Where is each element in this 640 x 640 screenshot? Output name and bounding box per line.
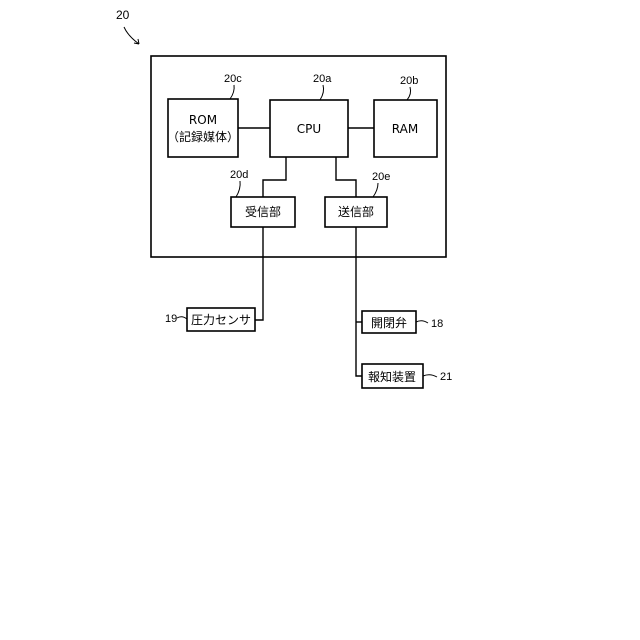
valve-label: 開閉弁 xyxy=(371,315,407,330)
notifier-label: 報知装置 xyxy=(368,370,416,384)
receiver-ref-leader xyxy=(236,181,240,197)
rom-ref-leader xyxy=(230,85,234,99)
receiver-ref: 20d xyxy=(230,169,248,181)
transmitter-ref: 20e xyxy=(372,171,390,183)
cpu-block: CPU xyxy=(270,100,348,157)
pressure-sensor-label: 圧力センサ xyxy=(191,313,251,327)
valve-block: 開閉弁 xyxy=(362,311,416,333)
cpu-ref: 20a xyxy=(313,73,332,85)
rom-sublabel: （記録媒体） xyxy=(167,129,239,144)
ram-label: RAM xyxy=(392,122,418,136)
receiver-label: 受信部 xyxy=(245,204,281,219)
cpu-receiver-link xyxy=(263,157,286,197)
figure-ref: 20 xyxy=(116,8,130,22)
ram-ref: 20b xyxy=(400,75,418,87)
transmitter-ref-leader xyxy=(373,183,378,197)
pressure-sensor-block: 圧力センサ xyxy=(187,308,255,331)
ram-ref-leader xyxy=(407,87,411,100)
pressure-sensor-ref: 19 xyxy=(165,313,177,325)
cpu-ref-leader xyxy=(320,85,324,100)
ram-block: RAM xyxy=(374,100,437,157)
transmitter-notifier-link xyxy=(356,227,362,376)
cpu-transmitter-link xyxy=(336,157,356,197)
notifier-ref: 21 xyxy=(440,371,452,383)
rom-block: ROM （記録媒体） xyxy=(167,99,239,157)
receiver-block: 受信部 xyxy=(231,197,295,227)
transmitter-label: 送信部 xyxy=(338,204,374,219)
notifier-ref-leader xyxy=(423,375,437,377)
figure-ref-arrow xyxy=(124,27,139,44)
valve-ref-leader xyxy=(416,321,428,323)
cpu-label: CPU xyxy=(297,122,321,136)
transmitter-block: 送信部 xyxy=(325,197,387,227)
external-wiring xyxy=(255,227,362,376)
rom-ref: 20c xyxy=(224,73,242,85)
valve-ref: 18 xyxy=(431,318,443,330)
pressure-sensor-ref-leader xyxy=(177,317,187,319)
rom-label: ROM xyxy=(189,113,217,127)
notifier-block: 報知装置 xyxy=(362,364,423,388)
receiver-sensor-link xyxy=(255,227,263,320)
